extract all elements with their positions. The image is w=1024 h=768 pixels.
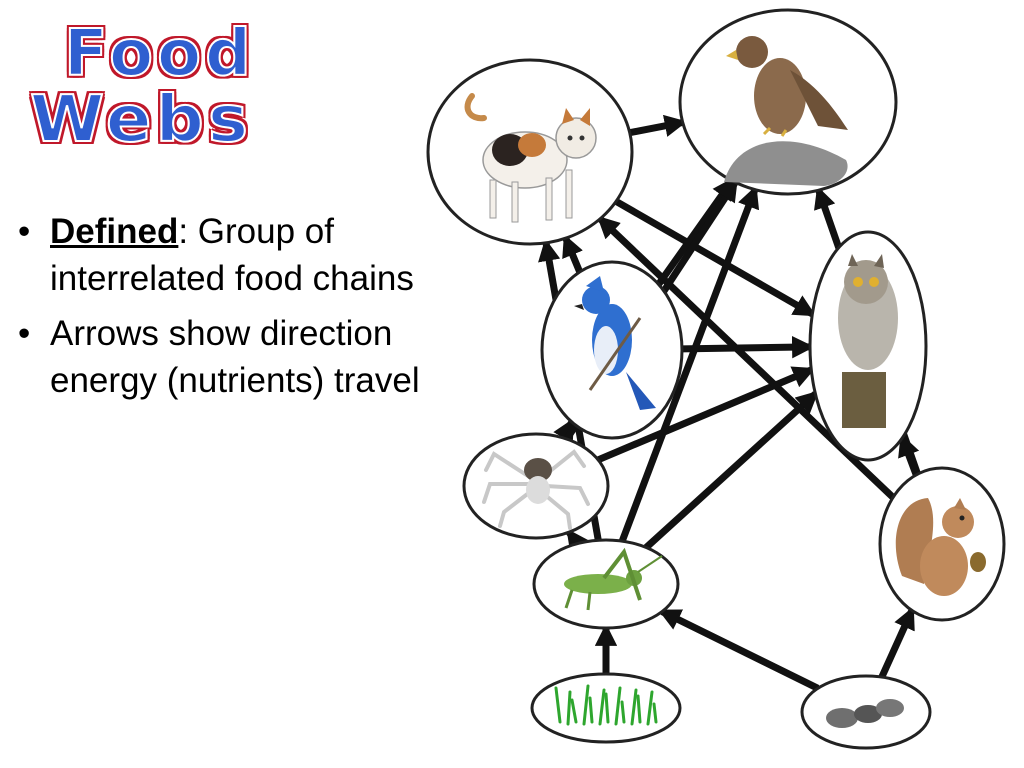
bullet-list: • Defined: Group of interrelated food cha… (14, 208, 474, 412)
nodes-layer (426, 8, 1006, 750)
bullet-dot: • (18, 212, 31, 251)
owl-icon (838, 254, 898, 428)
node-bluejay (540, 260, 684, 440)
node-squirrel (878, 466, 1006, 622)
arrow-grasshopper-to-hawk (618, 185, 760, 543)
node-grass (530, 672, 682, 744)
node-seeds (800, 674, 932, 750)
blue-jay-icon (574, 276, 656, 410)
node-spider (462, 432, 610, 540)
arrow-bluejay-to-owl (681, 335, 815, 359)
node-grasshopper (532, 538, 680, 630)
cat-icon (464, 93, 597, 223)
spider-icon (482, 449, 590, 530)
arrow-cat-to-owl (614, 198, 817, 318)
arrow-seeds-to-squirrel (878, 606, 916, 679)
arrow-grasshopper-to-spider (566, 528, 589, 554)
seeds-icon (826, 699, 904, 728)
node-cat (426, 58, 634, 246)
node-owl (808, 230, 928, 462)
arrow-cat-to-hawk (629, 114, 688, 137)
grass-icon (554, 684, 658, 726)
bullet-dot: • (18, 314, 31, 353)
bullet-text: : Group of interrelated food chains (50, 212, 414, 298)
grasshopper-icon (564, 547, 663, 611)
title-line-2: Webs (29, 83, 253, 157)
bullet-item-defined: • Defined: Group of interrelated food cha… (14, 208, 474, 302)
arrow-grasshopper-to-owl (643, 390, 819, 551)
bullet-text: Arrows show direction energy (nutrients)… (50, 314, 420, 400)
arrow-squirrel-to-owl (898, 433, 920, 477)
squirrel-icon (895, 498, 986, 596)
arrow-seeds-to-grasshopper (658, 608, 820, 692)
bullet-term: Defined (50, 212, 179, 251)
hawk-icon (724, 36, 848, 186)
node-hawk (678, 8, 898, 196)
arrow-spider-to-bluejay (553, 418, 575, 444)
bullet-item-arrows: • Arrows show direction energy (nutrients… (14, 310, 474, 404)
arrow-bluejay-to-cat (562, 234, 583, 274)
title-line-1: Food (63, 17, 255, 91)
